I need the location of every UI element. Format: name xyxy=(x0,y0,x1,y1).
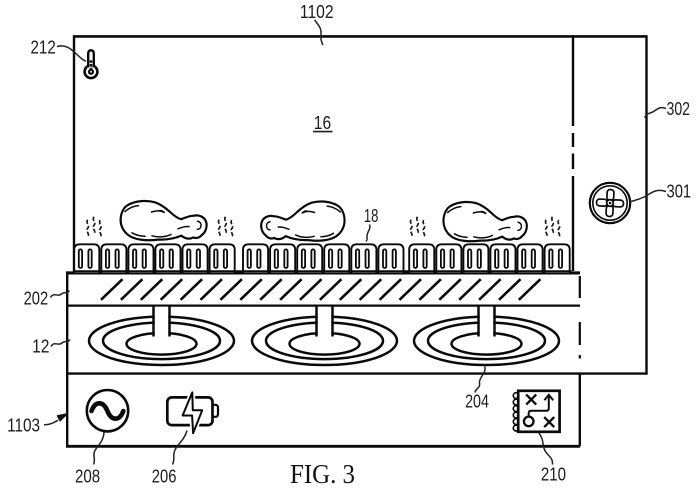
svg-text:202: 202 xyxy=(24,287,49,308)
svg-text:FIG. 3: FIG. 3 xyxy=(290,458,355,489)
svg-text:206: 206 xyxy=(152,466,177,487)
svg-text:18: 18 xyxy=(364,205,379,226)
svg-text:301: 301 xyxy=(667,180,692,201)
svg-text:208: 208 xyxy=(75,466,100,487)
svg-text:1102: 1102 xyxy=(300,1,334,22)
svg-text:210: 210 xyxy=(541,463,566,484)
svg-text:16: 16 xyxy=(314,112,331,133)
svg-text:12: 12 xyxy=(32,335,49,356)
svg-text:204: 204 xyxy=(465,391,489,412)
svg-text:212: 212 xyxy=(31,37,56,58)
svg-text:1103: 1103 xyxy=(7,415,40,436)
svg-text:302: 302 xyxy=(667,98,691,119)
